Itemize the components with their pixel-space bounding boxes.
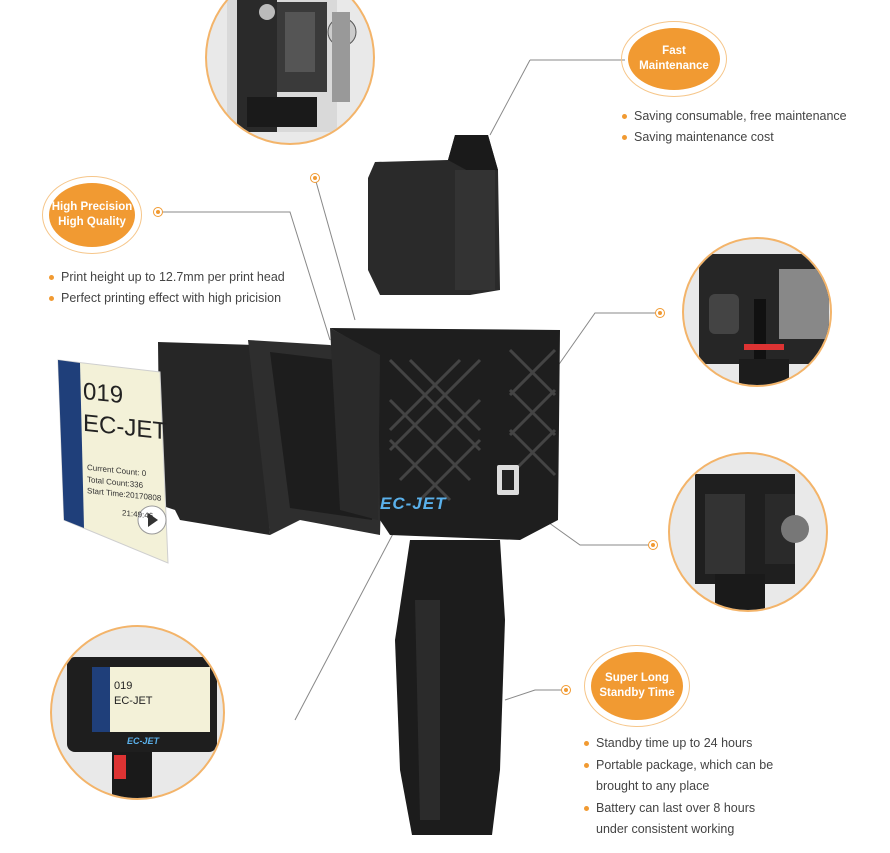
super-long-badge-line2: Standby Time <box>599 687 675 699</box>
callout-dot-cartridge <box>310 173 320 183</box>
list-item-line: Portable package, which can be <box>596 757 774 772</box>
list-item-line: Battery can last over 8 hours <box>596 800 756 815</box>
super-long-badge: Super Long Standby Time <box>584 645 690 727</box>
fast-maintenance-badge-line1: Fast <box>662 45 686 57</box>
side-detail-photo-bottom <box>668 452 828 612</box>
svg-text:EC-JET: EC-JET <box>127 736 161 746</box>
fast-maintenance-badge-line2: Maintenance <box>639 60 709 72</box>
list-item: Perfect printing effect with high pricis… <box>49 288 285 309</box>
fast-maintenance-badge: Fast Maintenance <box>621 21 727 97</box>
list-item: Portable package, which can be brought t… <box>584 755 773 798</box>
list-item-line: brought to any place <box>596 779 710 793</box>
svg-text:EC-JET: EC-JET <box>114 695 153 707</box>
list-item: Saving consumable, free maintenance <box>622 106 847 127</box>
fast-maintenance-list: Saving consumable, free maintenance Savi… <box>622 106 847 148</box>
list-item: Battery can last over 8 hours under cons… <box>584 798 773 841</box>
side-detail-photo-top <box>682 237 832 387</box>
standby-list: Standby time up to 24 hours Portable pac… <box>584 733 773 841</box>
handheld-device-photo: 019 EC-JET EC-JET <box>50 625 225 800</box>
screen-text-019: 019 <box>83 377 124 410</box>
callout-dot-side-bottom <box>648 540 658 550</box>
high-precision-list: Print height up to 12.7mm per print head… <box>49 267 285 309</box>
device-brand-logo: EC-JET <box>380 494 447 513</box>
callout-dot-precision <box>153 207 163 217</box>
list-item-line: under consistent working <box>596 822 735 836</box>
high-precision-badge: High Precision High Quality <box>42 176 142 254</box>
list-item: Print height up to 12.7mm per print head <box>49 267 285 288</box>
callout-dot-standby <box>561 685 571 695</box>
super-long-badge-line1: Super Long <box>605 672 669 684</box>
high-precision-badge-line1: High Precision <box>51 201 133 213</box>
svg-text:019: 019 <box>114 680 132 692</box>
high-precision-badge-line2: High Quality <box>58 216 126 228</box>
list-item: Saving maintenance cost <box>622 127 847 148</box>
list-item: Standby time up to 24 hours <box>584 733 773 755</box>
callout-dot-side-top <box>655 308 665 318</box>
